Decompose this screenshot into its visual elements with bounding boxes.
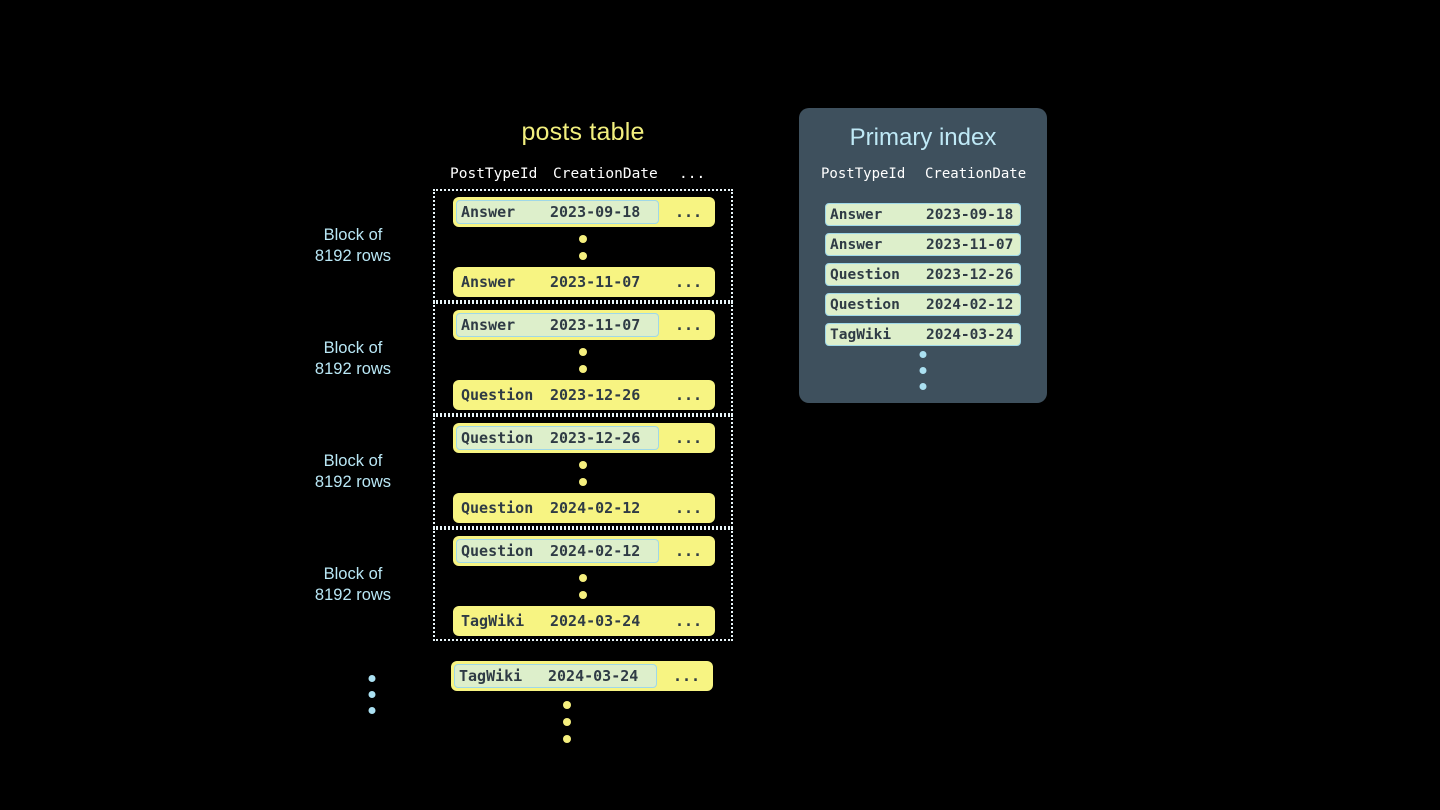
vertical-ellipsis-icon-index [919, 351, 927, 390]
vertical-ellipsis-icon-table-bottom [563, 701, 571, 743]
index-entry: TagWiki 2024-03-24 [825, 323, 1021, 346]
data-block: Block of 8192 rows Answer 2023-11-07 ...… [315, 302, 733, 415]
cell-creation-date: 2023-12-26 [550, 429, 641, 447]
row-highlight-box [456, 426, 659, 450]
cell-more: ... [675, 612, 703, 630]
cell-creation-date: 2024-03-24 [926, 327, 1014, 343]
cell-post-type-id: Question [461, 542, 534, 560]
primary-index-entry-list: Answer 2023-09-18 Answer 2023-11-07 Ques… [825, 203, 1021, 353]
cell-post-type-id: Answer [461, 316, 516, 334]
table-row: Answer 2023-09-18 ... [453, 197, 715, 227]
cell-more: ... [675, 386, 703, 404]
row-highlight-box [456, 313, 659, 337]
cell-more: ... [675, 316, 703, 334]
table-row: Question 2024-02-12 ... [453, 536, 715, 566]
column-header-creation-date: CreationDate [553, 166, 658, 182]
cell-creation-date: 2024-02-12 [550, 499, 641, 517]
block-label: Block of 8192 rows [314, 225, 392, 265]
column-header-post-type-id: PostTypeId [821, 166, 906, 182]
cell-creation-date: 2023-11-07 [926, 237, 1014, 253]
table-row-trailing: TagWiki 2024-03-24 ... [451, 661, 713, 691]
cell-post-type-id: Question [461, 386, 534, 404]
cell-post-type-id: Answer [461, 273, 516, 291]
index-entry: Answer 2023-09-18 [825, 203, 1021, 226]
cell-post-type-id: Answer [461, 203, 516, 221]
cell-creation-date: 2024-03-24 [550, 612, 641, 630]
table-row: Question 2024-02-12 ... [453, 493, 715, 523]
cell-creation-date: 2024-02-12 [926, 297, 1014, 313]
data-block: Block of 8192 rows Question 2023-12-26 .… [315, 415, 733, 528]
primary-index-panel: Primary index PostTypeId CreationDate An… [799, 108, 1047, 403]
cell-more: ... [673, 667, 701, 685]
cell-more: ... [675, 429, 703, 447]
block-list: Block of 8192 rows Answer 2023-09-18 ...… [315, 189, 733, 641]
cell-post-type-id: Question [830, 267, 900, 283]
posts-table-title: posts table [521, 118, 645, 146]
table-row: TagWiki 2024-03-24 ... [453, 606, 715, 636]
column-header-post-type-id: PostTypeId [450, 166, 538, 182]
index-entry: Answer 2023-11-07 [825, 233, 1021, 256]
cell-more: ... [675, 499, 703, 517]
block-label: Block of 8192 rows [314, 564, 392, 604]
data-block: Block of 8192 rows Question 2024-02-12 .… [315, 528, 733, 641]
cell-post-type-id: TagWiki [459, 667, 523, 685]
cell-post-type-id: TagWiki [461, 612, 525, 630]
cell-more: ... [675, 273, 703, 291]
table-row: Answer 2023-11-07 ... [453, 267, 715, 297]
cell-creation-date: 2024-03-24 [548, 667, 639, 685]
row-highlight-box [456, 200, 659, 224]
row-highlight-box [456, 539, 659, 563]
cell-creation-date: 2023-09-18 [926, 207, 1014, 223]
block-label: Block of 8192 rows [314, 451, 392, 491]
cell-creation-date: 2023-12-26 [926, 267, 1014, 283]
index-entry: Question 2024-02-12 [825, 293, 1021, 316]
table-row: Answer 2023-11-07 ... [453, 310, 715, 340]
cell-post-type-id: TagWiki [830, 327, 892, 343]
cell-creation-date: 2023-11-07 [550, 273, 641, 291]
index-entry: Question 2023-12-26 [825, 263, 1021, 286]
cell-post-type-id: Answer [830, 207, 883, 223]
table-row: Question 2023-12-26 ... [453, 423, 715, 453]
cell-creation-date: 2023-11-07 [550, 316, 641, 334]
cell-more: ... [675, 203, 703, 221]
cell-creation-date: 2023-12-26 [550, 386, 641, 404]
table-row: Question 2023-12-26 ... [453, 380, 715, 410]
vertical-ellipsis-icon-blocks [368, 675, 376, 714]
primary-index-title: Primary index [849, 124, 997, 151]
cell-post-type-id: Question [830, 297, 900, 313]
cell-creation-date: 2023-09-18 [550, 203, 641, 221]
cell-creation-date: 2024-02-12 [550, 542, 641, 560]
column-header-creation-date: CreationDate [925, 166, 1027, 182]
row-highlight-box [454, 664, 657, 688]
cell-post-type-id: Question [461, 499, 534, 517]
cell-post-type-id: Answer [830, 237, 883, 253]
cell-post-type-id: Question [461, 429, 534, 447]
data-block: Block of 8192 rows Answer 2023-09-18 ...… [315, 189, 733, 302]
column-header-more: ... [679, 166, 706, 182]
cell-more: ... [675, 542, 703, 560]
block-label: Block of 8192 rows [314, 338, 392, 378]
